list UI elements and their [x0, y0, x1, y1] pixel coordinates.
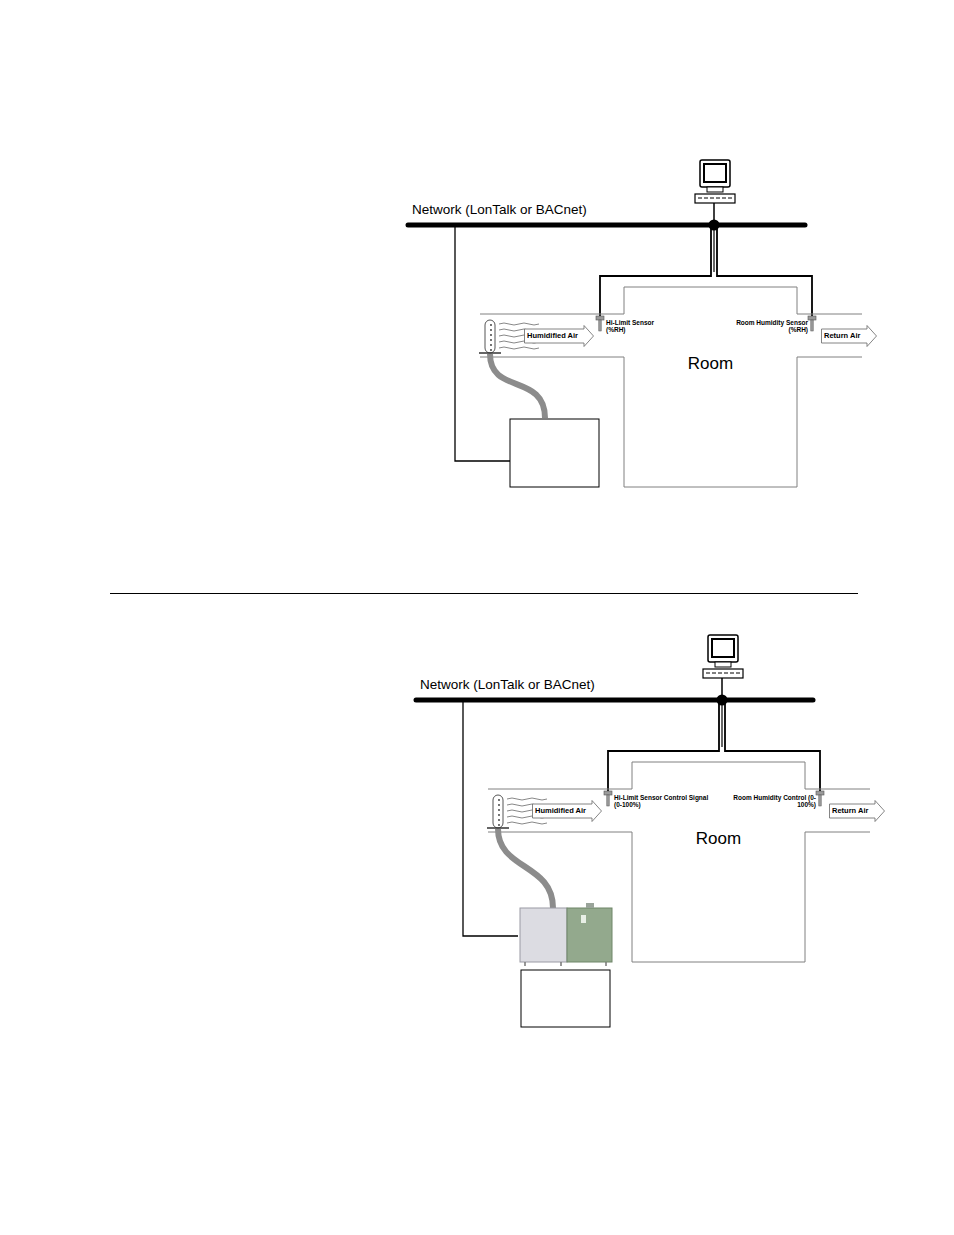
- sensor-probe: [607, 795, 609, 806]
- computer-monitor: [708, 635, 738, 662]
- dispersion-tube: [493, 795, 503, 828]
- sensor-probe: [604, 791, 612, 795]
- sensor-label: Hi-Limit Sensor (%RH): [606, 319, 672, 334]
- arrow-outline: [822, 326, 877, 347]
- tube-orifice: [490, 324, 492, 326]
- airflow-arrow: Humidified Air: [524, 325, 594, 347]
- arrow-outline: [525, 326, 594, 347]
- room-label: Room: [624, 354, 797, 374]
- tube-orifice: [498, 799, 500, 801]
- sensor-probe: [599, 320, 601, 331]
- keyboard-keys: [736, 673, 740, 674]
- keyboard-keys: [718, 673, 722, 674]
- diagram-group: [408, 160, 862, 487]
- computer-screen: [704, 164, 726, 182]
- keyboard-keys: [724, 673, 728, 674]
- keyboard-keys: [710, 198, 714, 199]
- sensor-probe: [811, 320, 813, 331]
- humidifier-fitting: [586, 903, 594, 908]
- airflow-arrow: Return Air: [821, 325, 877, 347]
- keyboard-keys: [728, 198, 732, 199]
- keyboard-keys: [712, 673, 716, 674]
- network-bus: [408, 223, 805, 228]
- humidifier-control-cabinet: [567, 908, 612, 962]
- tube-orifice: [498, 809, 500, 811]
- sensor-wire: [713, 228, 714, 272]
- room-area: Room: [624, 357, 797, 397]
- sensor-wire: [721, 703, 722, 747]
- steam-hose: [490, 354, 545, 418]
- room-outline: [632, 762, 805, 962]
- network-label: Network (LonTalk or BACnet): [412, 202, 587, 218]
- steam-wave: [507, 798, 547, 800]
- duct-outline: [488, 789, 870, 832]
- humidifier-display: [581, 915, 586, 923]
- keyboard-keys: [706, 673, 710, 674]
- sensor-wire: [600, 228, 711, 317]
- computer-monitor: [700, 160, 730, 187]
- keyboard-keys: [722, 198, 726, 199]
- keyboard-keys: [704, 198, 708, 199]
- tube-orifice: [490, 329, 492, 331]
- network-drop: [463, 700, 518, 936]
- keyboard-keys: [716, 198, 720, 199]
- arrow-outline: [830, 801, 885, 822]
- tube-orifice: [490, 344, 492, 346]
- keyboard-keys: [730, 673, 734, 674]
- empty-box: [510, 419, 599, 487]
- humidifier-cabinet: [520, 908, 567, 962]
- diagram-group: [416, 635, 870, 1027]
- tube-mount: [479, 352, 501, 354]
- computer-keyboard: [703, 669, 743, 678]
- tube-orifice: [498, 819, 500, 821]
- section-divider: [110, 593, 858, 594]
- dispersion-tube: [485, 320, 495, 353]
- sensor-wire: [717, 228, 812, 317]
- steam-wave: [499, 347, 539, 349]
- room-label: Room: [632, 829, 805, 849]
- steam-hose: [498, 829, 553, 908]
- room-area: Room: [632, 832, 805, 872]
- sensor-probe: [596, 316, 604, 320]
- sensor-label: Room Humidity Control (0-100%): [724, 794, 816, 809]
- network-drop: [455, 225, 510, 461]
- tube-orifice: [498, 824, 500, 826]
- sensor-label: Hi-Limit Sensor Control Signal (0-100%): [614, 794, 712, 809]
- arrow-label: Humidified Air: [524, 329, 594, 343]
- room-outline: [624, 287, 797, 487]
- arrow-outline: [533, 801, 602, 822]
- airflow-arrow: Return Air: [829, 800, 885, 822]
- computer-keyboard: [695, 194, 735, 203]
- duct-outline: [480, 314, 862, 357]
- tube-orifice: [498, 804, 500, 806]
- steam-wave: [507, 822, 547, 824]
- tube-orifice: [498, 814, 500, 816]
- sensor-wire: [725, 703, 820, 792]
- humidifier-feet: [525, 962, 606, 966]
- computer-stand: [707, 187, 723, 192]
- arrow-label: Humidified Air: [532, 804, 602, 818]
- sensor-probe: [816, 791, 824, 795]
- arrow-label: Return Air: [829, 804, 885, 818]
- network-bus: [416, 698, 813, 703]
- network-label: Network (LonTalk or BACnet): [420, 677, 595, 693]
- tube-orifice: [490, 334, 492, 336]
- computer-stand: [715, 662, 731, 667]
- steam-wave: [499, 323, 539, 325]
- airflow-arrow: Humidified Air: [532, 800, 602, 822]
- tube-orifice: [490, 339, 492, 341]
- empty-box: [521, 970, 610, 1027]
- keyboard-keys: [698, 198, 702, 199]
- arrow-label: Return Air: [821, 329, 877, 343]
- sensor-probe: [819, 795, 821, 806]
- sensor-wire: [608, 703, 719, 792]
- computer-screen: [712, 639, 734, 657]
- tube-orifice: [490, 349, 492, 351]
- sensor-label: Room Humidity Sensor (%RH): [720, 319, 808, 334]
- sensor-probe: [808, 316, 816, 320]
- tube-mount: [487, 827, 509, 829]
